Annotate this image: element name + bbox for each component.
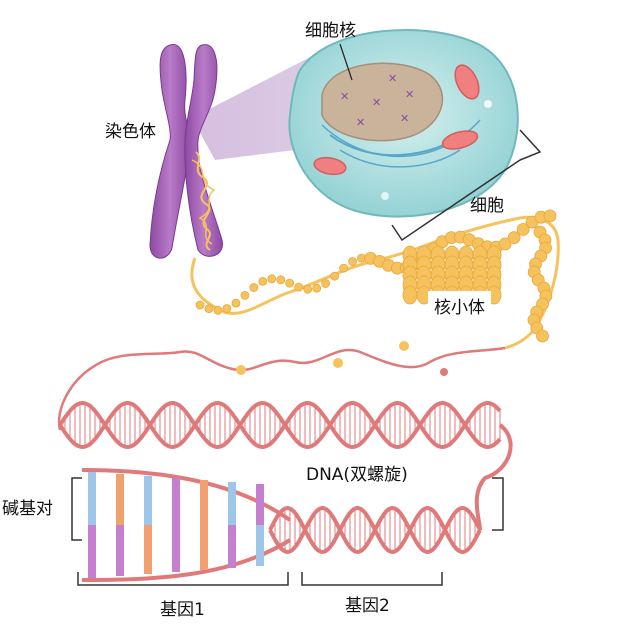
nucleosome-bead: [321, 279, 331, 288]
dna-strand: [474, 423, 513, 531]
nucleosome-bead: [339, 263, 349, 273]
nucleosome-bead: [285, 278, 295, 288]
nucleosome-bead: [536, 329, 549, 343]
base-pair-rung: [88, 525, 96, 578]
label-nucleosome: 核小体: [428, 291, 491, 320]
dna-right-bracket: [492, 477, 504, 531]
label-nucleus: 细胞核: [305, 21, 356, 41]
base-pair-rung: [144, 525, 152, 574]
nucleosome-bead: [516, 223, 530, 236]
nucleus: ✕ ✕ ✕ ✕ ✕ ✕: [321, 62, 444, 142]
gene2-bracket: [301, 572, 443, 586]
base-pair-rung: [116, 474, 124, 525]
label-gene1: 基因1: [160, 600, 205, 620]
base-pair-rung: [144, 476, 152, 525]
base-pair-rung: [228, 482, 236, 525]
label-gene2: 基因2: [345, 596, 390, 616]
nucleosome-bead: [249, 283, 259, 292]
base-pair-ladder: [81, 468, 292, 582]
svg-text:✕: ✕: [340, 90, 349, 103]
nucleus-pointer: [339, 43, 353, 81]
dna-strand: [58, 400, 502, 450]
dna-strand: [268, 505, 482, 555]
nucleosome-bead: [204, 304, 214, 314]
nucleosome-bead: [294, 282, 304, 292]
nucleosome-bead: [222, 304, 232, 313]
nucleosome-bead: [240, 290, 250, 300]
nucleosome-bead: [348, 257, 358, 266]
label-cell: 细胞: [470, 196, 504, 216]
base-pair-rung: [228, 525, 236, 568]
nucleosome-bead: [507, 231, 521, 245]
nucleosome-bead: [195, 300, 205, 310]
dna-strand: [58, 400, 502, 450]
nucleosome-bead: [498, 237, 512, 251]
base-pair-rung: [172, 525, 180, 572]
gene1-bracket: [77, 572, 289, 586]
nucleosome-beads: [195, 209, 557, 343]
nucleosome-bead: [330, 271, 340, 281]
nucleosome-bead: [303, 284, 313, 294]
base-pair-bracket: [71, 477, 82, 541]
svg-text:✕: ✕: [405, 88, 414, 101]
chromatin-linker: [57, 346, 506, 431]
nucleosome-fiber: [190, 215, 560, 350]
base-pair-rung: [116, 525, 124, 576]
base-pair-rung: [200, 525, 208, 570]
nucleosome-bead: [267, 274, 277, 284]
base-pair-rung: [200, 480, 208, 525]
ladder-bottom-strand: [81, 538, 292, 582]
dna-helix: [58, 400, 513, 555]
svg-text:✕: ✕: [400, 112, 409, 125]
label-chromosome: 染色体: [105, 122, 156, 142]
nucleosome-bead: [543, 209, 557, 223]
nucleosome-bead: [276, 275, 286, 285]
base-pair-rung: [172, 478, 180, 525]
nucleosome-bead: [312, 283, 322, 293]
svg-text:✕: ✕: [372, 96, 381, 109]
nucleosome-bead: [213, 305, 223, 315]
label-dna: DNA(双螺旋): [300, 458, 414, 487]
base-pair-rung: [256, 484, 264, 525]
nucleosome-bead: [258, 276, 268, 286]
cell-bracket: [391, 129, 542, 242]
svg-text:✕: ✕: [388, 72, 397, 85]
base-pair-rung: [256, 525, 264, 566]
nucleosome-bead: [231, 298, 241, 308]
base-pair-rung: [88, 472, 96, 525]
chromosome: [149, 44, 223, 259]
nucleosome-bead: [402, 285, 418, 305]
label-base-pair: 碱基对: [2, 499, 53, 519]
ladder-top-strand: [81, 468, 292, 522]
svg-text:✕: ✕: [356, 116, 365, 129]
